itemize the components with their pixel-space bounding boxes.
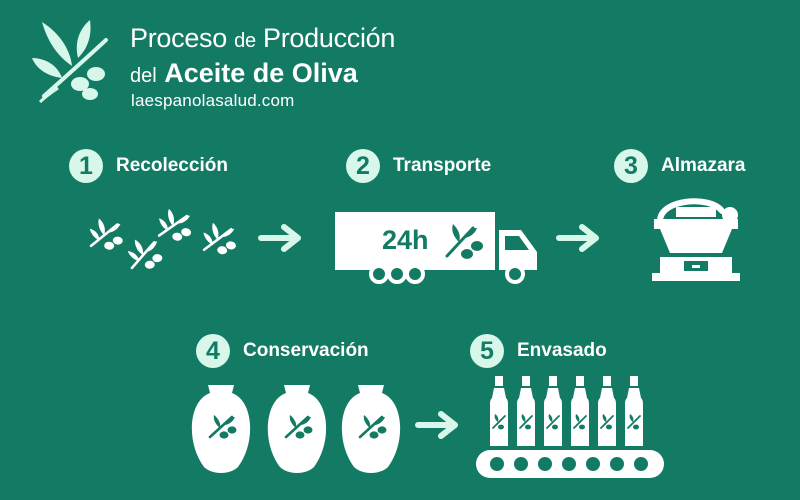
conveyor-belt-icon bbox=[476, 450, 664, 478]
truck-icon bbox=[335, 212, 537, 284]
title-word: Producción bbox=[263, 23, 396, 53]
website-link[interactable]: laespanolasalud.com bbox=[131, 91, 295, 110]
title-word: Proceso bbox=[130, 23, 227, 53]
olive-branch-icon bbox=[88, 216, 127, 253]
arrow-right-icon bbox=[415, 411, 458, 439]
step-5-label: Envasado bbox=[517, 340, 607, 361]
olive-branch-icon bbox=[445, 224, 483, 259]
truck-label: 24h bbox=[382, 225, 429, 255]
arrow-right-icon bbox=[556, 224, 599, 252]
step-3-label: Almazara bbox=[661, 155, 746, 176]
olive-harvest-icon bbox=[88, 206, 240, 272]
amphora-icon bbox=[190, 383, 252, 475]
amphora-group bbox=[190, 383, 402, 475]
title-word: del bbox=[130, 65, 157, 87]
bottle-icon bbox=[516, 375, 536, 447]
olive-mill-icon bbox=[652, 198, 740, 281]
amphora-icon bbox=[340, 383, 402, 475]
olive-branch-icon bbox=[125, 236, 165, 272]
step-1-label: Recolección bbox=[116, 155, 228, 176]
arrow-right-icon bbox=[258, 224, 301, 252]
step-2-label: Transporte bbox=[393, 155, 492, 176]
page-subtitle: del Aceite de Oliva bbox=[130, 58, 358, 91]
step-3-number: 3 bbox=[614, 149, 648, 183]
step-4-label: Conservación bbox=[243, 340, 369, 361]
bottle-icon bbox=[597, 375, 617, 447]
step-1-number: 1 bbox=[69, 149, 103, 183]
amphora-icon bbox=[266, 383, 328, 475]
bottle-icon bbox=[624, 375, 644, 447]
olive-branch-icon bbox=[199, 220, 240, 258]
bottle-icon bbox=[489, 375, 509, 447]
step-2-number: 2 bbox=[346, 149, 380, 183]
title-word: Aceite de Oliva bbox=[164, 58, 358, 88]
step-4-number: 4 bbox=[196, 334, 230, 368]
bottle-icon bbox=[543, 375, 563, 447]
title-word: de bbox=[234, 30, 256, 52]
bottling-line bbox=[476, 375, 664, 478]
olive-branch-icon bbox=[154, 206, 196, 245]
page-title: Proceso de Producción bbox=[130, 22, 395, 57]
bottle-icon bbox=[570, 375, 590, 447]
olive-branch-logo-icon bbox=[32, 20, 108, 104]
step-5-number: 5 bbox=[470, 334, 504, 368]
